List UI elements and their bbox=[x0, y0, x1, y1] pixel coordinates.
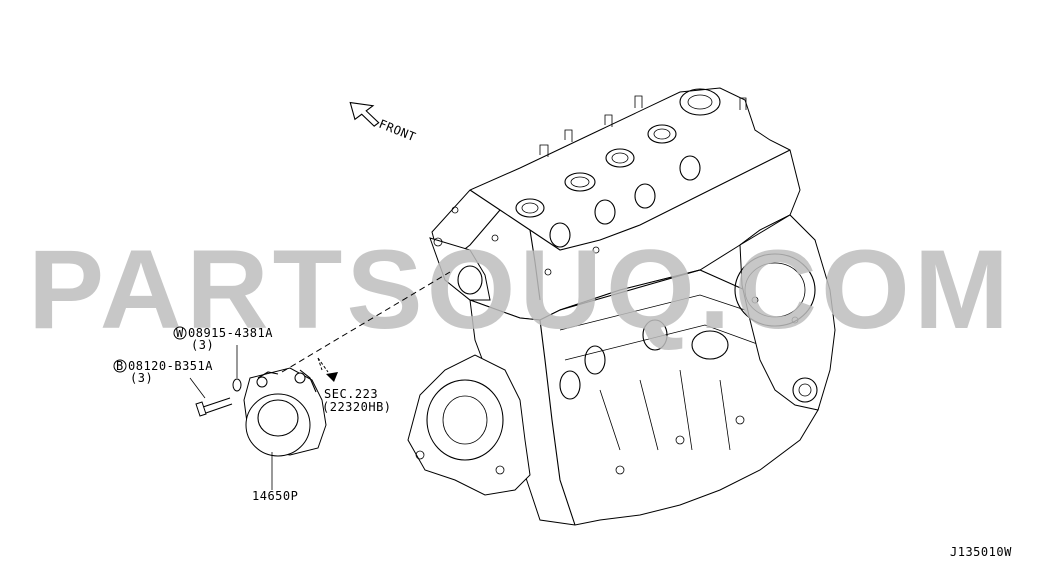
section-ref-line1: SEC.223 bbox=[324, 387, 378, 401]
front-arrow-icon bbox=[349, 101, 380, 127]
bolt-part bbox=[195, 397, 233, 417]
engine-block-illustration bbox=[407, 87, 836, 526]
part-qty-08120: (3) bbox=[130, 371, 153, 385]
direction-arrow-icon bbox=[317, 357, 338, 382]
callout-circle-b-icon bbox=[113, 359, 127, 373]
part-code-08120: 08120-B351A bbox=[128, 359, 213, 373]
vacuum-pump-part bbox=[243, 367, 327, 457]
part-code-14650P: 14650P bbox=[252, 489, 298, 503]
leader-08120 bbox=[189, 377, 206, 399]
callout-08915: W 08915-4381A (3) bbox=[173, 326, 273, 352]
watermark: PARTSOUQ.COM bbox=[28, 227, 1013, 352]
svg-text:W: W bbox=[176, 326, 184, 340]
callout-08120: B 08120-B351A (3) bbox=[113, 359, 213, 385]
svg-text:B: B bbox=[116, 359, 124, 373]
mounting-dashed-line bbox=[281, 271, 451, 373]
drawing-id: J135010W bbox=[950, 545, 1012, 559]
front-label: FRONT bbox=[377, 117, 418, 144]
callout-circle-w-icon bbox=[173, 326, 187, 340]
washer-part bbox=[232, 378, 242, 392]
part-qty-08915: (3) bbox=[191, 338, 214, 352]
cam-bosses bbox=[515, 88, 721, 248]
section-ref-line2: (22320HB) bbox=[322, 400, 392, 414]
section-reference: SEC.223 (22320HB) bbox=[322, 387, 392, 414]
part-code-08915: 08915-4381A bbox=[188, 326, 273, 340]
